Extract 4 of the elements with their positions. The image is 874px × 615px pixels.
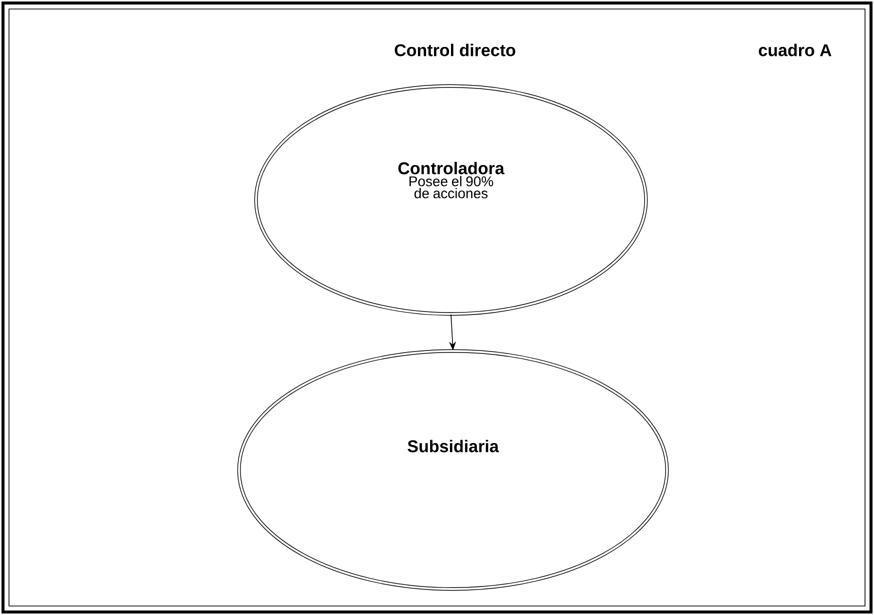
diagram-title: Control directo xyxy=(394,44,516,56)
ellipse-node: Controladora Posee el 90% de acciones xyxy=(254,84,648,316)
ellipse-node: Subsidiaria xyxy=(237,349,669,591)
label-text: cuadro A xyxy=(758,44,832,56)
